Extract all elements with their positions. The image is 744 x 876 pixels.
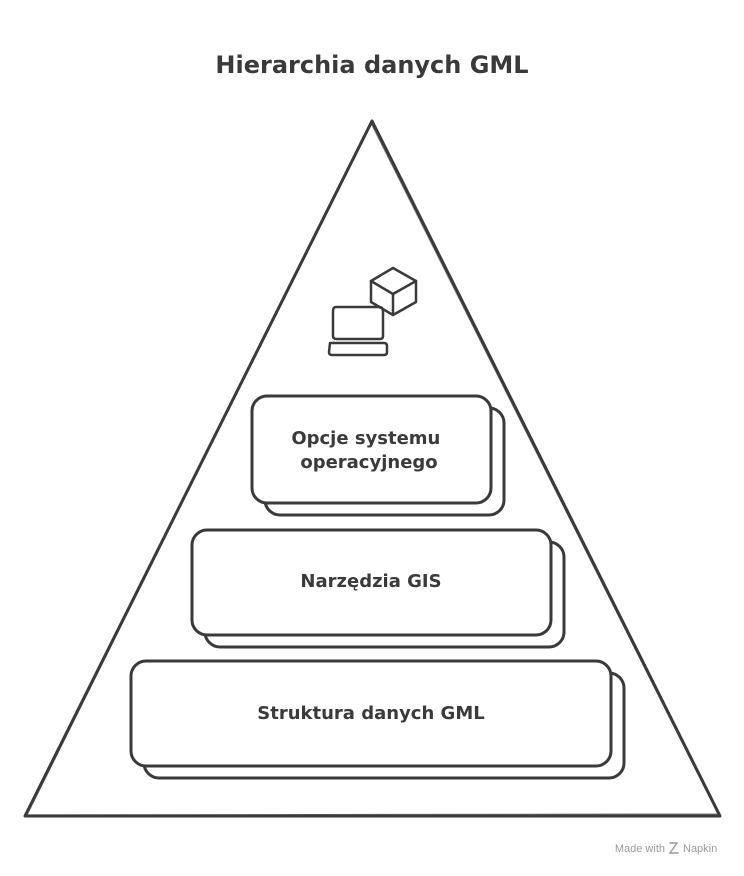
pyramid-level-1: Opcje systemu operacyjnego (250, 394, 506, 517)
level-box (190, 528, 553, 637)
pyramid-level-2: Narzędzia GIS (190, 528, 566, 649)
watermark: Made with Napkin (615, 842, 717, 855)
napkin-logo-icon (668, 842, 679, 854)
level-label: Struktura danych GML (257, 703, 484, 724)
diagram-title: Hierarchia danych GML (215, 51, 528, 79)
watermark-prefix: Made with (615, 843, 665, 855)
level-box (250, 394, 493, 505)
pyramid-outline (23, 119, 722, 818)
level-label: Narzędzia GIS (300, 571, 441, 592)
cube-icon (369, 266, 418, 317)
level-box (129, 659, 613, 768)
level-label-line: operacyjnego (300, 452, 437, 473)
pyramid-level-3: Struktura danych GML (129, 659, 626, 780)
level-label: Opcje systemu operacyjnego (291, 428, 446, 473)
level-label-line: Opcje systemu (291, 428, 440, 449)
laptop-icon (327, 305, 389, 357)
watermark-brand: Napkin (683, 843, 717, 855)
